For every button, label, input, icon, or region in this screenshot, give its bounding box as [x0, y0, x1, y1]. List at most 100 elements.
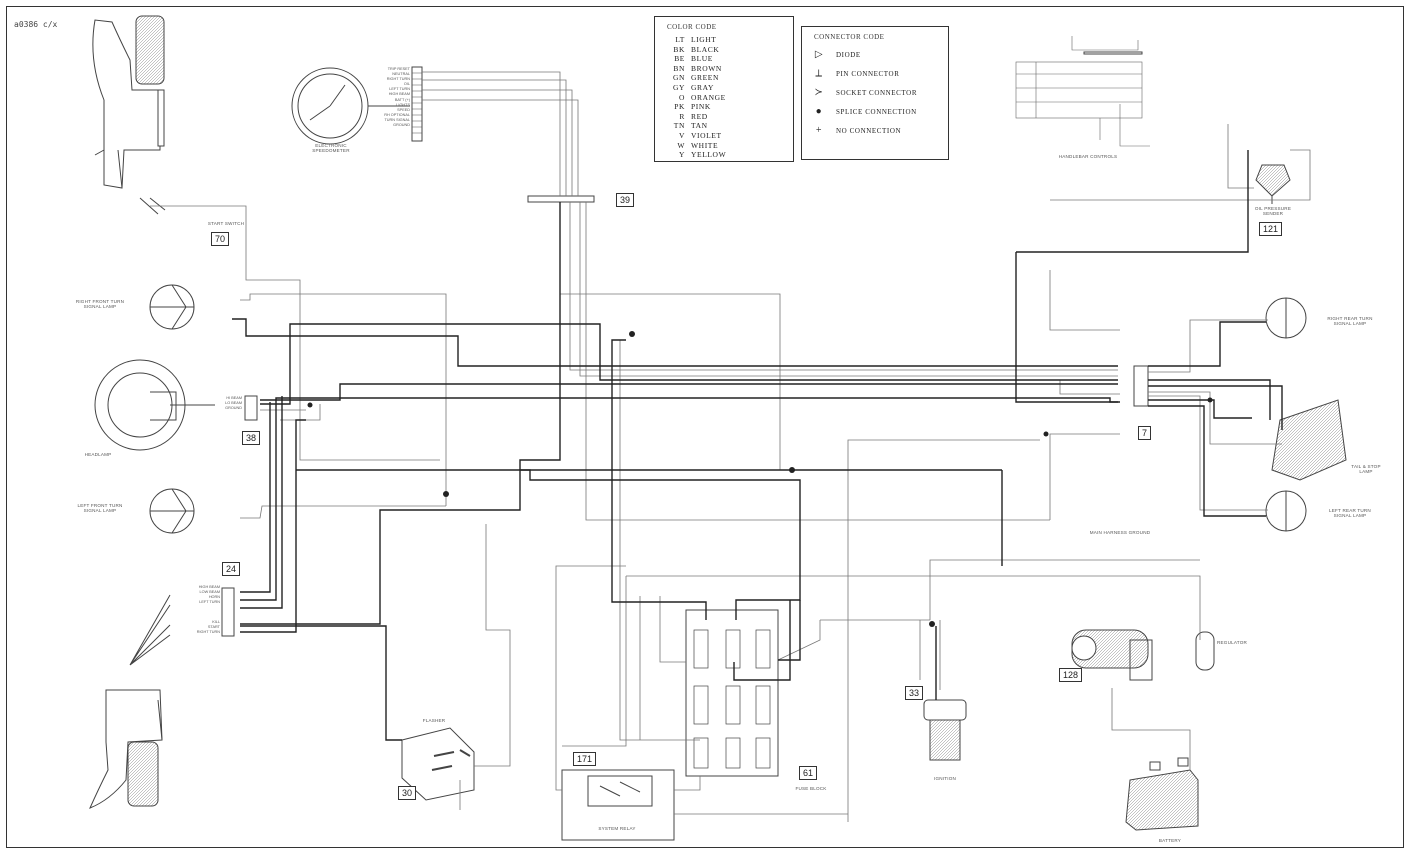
pin-label: GROUND [225, 406, 242, 411]
regulator [1195, 631, 1215, 671]
color-code-row: BE BLUE [655, 54, 793, 64]
pin-label: LEFT TURN [389, 87, 410, 92]
color-code-name: BLUE [691, 54, 713, 64]
pin-label: START [207, 625, 220, 630]
start-switch-label: START SWITCH [207, 221, 245, 226]
connector-symbol-icon: ● [815, 106, 823, 117]
speedometer-label: ELECTRONIC SPEEDOMETER [312, 143, 350, 154]
color-code-name: GRAY [691, 82, 714, 92]
color-code-abbr: GN [672, 73, 685, 83]
connector-code-label: PIN CONNECTOR [836, 69, 900, 78]
pin-label: NEUTRAL [392, 72, 410, 77]
connector-code-label: SPLICE CONNECTION [836, 107, 917, 116]
pin-label: HI BEAM [226, 396, 242, 400]
battery-label: BATTERY [1158, 838, 1182, 843]
pin-label: HORN [208, 595, 220, 600]
pin-label: RIGHT TURN [196, 630, 220, 635]
regulator-label: REGULATOR [1217, 640, 1247, 645]
color-code-name: VIOLET [691, 130, 722, 140]
oil-sensor-label: OIL PRESSURE SENDER [1254, 206, 1292, 217]
connector-code-legend: CONNECTOR CODE ▷DIODE⟂PIN CONNECTOR≻SOCK… [801, 26, 949, 160]
color-code-abbr: V [678, 130, 685, 140]
connector-tag-38: 38 [242, 431, 261, 445]
connector-tag-39: 39 [616, 193, 635, 207]
system-relay [561, 769, 675, 841]
diagram-frame [6, 6, 1404, 848]
color-code-abbr: GY [672, 82, 685, 92]
connector-code-label: SOCKET CONNECTOR [836, 88, 918, 97]
main-harness-label: MAIN HARNESS GROUND [1089, 530, 1151, 535]
color-code-abbr: R [679, 111, 685, 121]
color-code-abbr: W [677, 140, 685, 150]
ignition-label: IGNITION [933, 776, 957, 781]
pin-label: TURN SIGNAL [384, 117, 410, 122]
color-code-abbr: Y [678, 150, 685, 160]
pin-label: LIGHTS [396, 102, 410, 107]
connector-code-label: DIODE [836, 50, 861, 59]
pin-label: GROUND [393, 123, 410, 128]
color-code-name: RED [691, 111, 708, 121]
color-code-abbr: O [678, 92, 685, 102]
lh-rear-lamp-label: LEFT REAR TURN SIGNAL LAMP [1329, 508, 1371, 519]
color-code-name: LIGHT [691, 35, 717, 44]
color-code-name: GREEN [691, 73, 719, 83]
lh-front-turn-lamp-label: LEFT FRONT TURN SIGNAL LAMP [77, 503, 123, 514]
pin-label: HIGH BEAM [388, 92, 410, 97]
pin-label: RH OPTIONAL [384, 112, 410, 117]
pin-label: KILL [212, 620, 220, 624]
connector-symbol-icon: ⟂ [815, 68, 823, 79]
pin-label: OIL [403, 82, 410, 87]
rh-front-turn-lamp-label: RIGHT FRONT TURN SIGNAL LAMP [75, 299, 125, 310]
color-code-row: GY GRAY [655, 83, 793, 93]
color-code-row: V VIOLET [655, 131, 793, 141]
connector-code-rows: ▷DIODE ⟂ PIN CONNECTOR ≻ SOCKET CONNECTOR ● SP… [802, 45, 948, 140]
color-code-row: GN GREEN [655, 73, 793, 83]
pin-label: SPEED [397, 107, 410, 112]
connector-tag-33: 33 [905, 686, 924, 700]
connector-tag-24: 24 [222, 562, 241, 576]
connector-code-row: ≻ SOCKET CONNECTOR [802, 83, 948, 102]
battery [1125, 757, 1199, 831]
pin-label: LEFT TURN [199, 600, 220, 605]
rh-rear-lamp-label: RIGHT REAR TURN SIGNAL LAMP [1327, 316, 1373, 327]
connector-symbol-icon: ≻ [814, 87, 824, 98]
inset-schematic [1015, 36, 1150, 147]
connector-tag-121: 121 [1259, 222, 1283, 236]
pin-label: BATT (+) [394, 97, 410, 102]
oil-sensor [1255, 164, 1291, 204]
connector-tag-30: 30 [398, 786, 417, 800]
color-code-abbr: LT [675, 35, 685, 44]
color-code-name: TAN [691, 121, 708, 131]
headlamp-label: HEADLAMP [84, 452, 112, 457]
handlebar-control-label: HANDLEBAR CONTROLS [1058, 154, 1118, 159]
starter-motor [1071, 629, 1153, 681]
color-code-name: PINK [691, 102, 711, 112]
color-code-abbr: TN [673, 121, 685, 131]
right-rear-lamp [1265, 297, 1307, 339]
left-front-turn-lamp [149, 488, 195, 534]
left-rear-lamp [1265, 490, 1307, 532]
tail-lamp-label: TAIL & STOP LAMP [1351, 464, 1381, 475]
color-code-abbr: BK [673, 44, 685, 54]
speedometer-gauge [291, 66, 423, 145]
color-code-row: TN TAN [655, 121, 793, 131]
fuse-block [685, 609, 779, 777]
tail-stop-lamp [1271, 399, 1347, 481]
connector-tag-70: 70 [211, 232, 230, 246]
color-code-abbr: BE [674, 54, 685, 64]
pin-label: TRIP RESET [387, 67, 410, 71]
connector-blocks [221, 51, 1149, 637]
connector-code-row: ▷DIODE [802, 45, 948, 64]
ignition-switch [923, 699, 967, 761]
connector-tag-128: 128 [1059, 668, 1083, 682]
right-front-turn-lamp [149, 284, 195, 330]
pin-label: LOW BEAM [199, 590, 220, 595]
connector-tag-7: 7 [1138, 426, 1152, 440]
